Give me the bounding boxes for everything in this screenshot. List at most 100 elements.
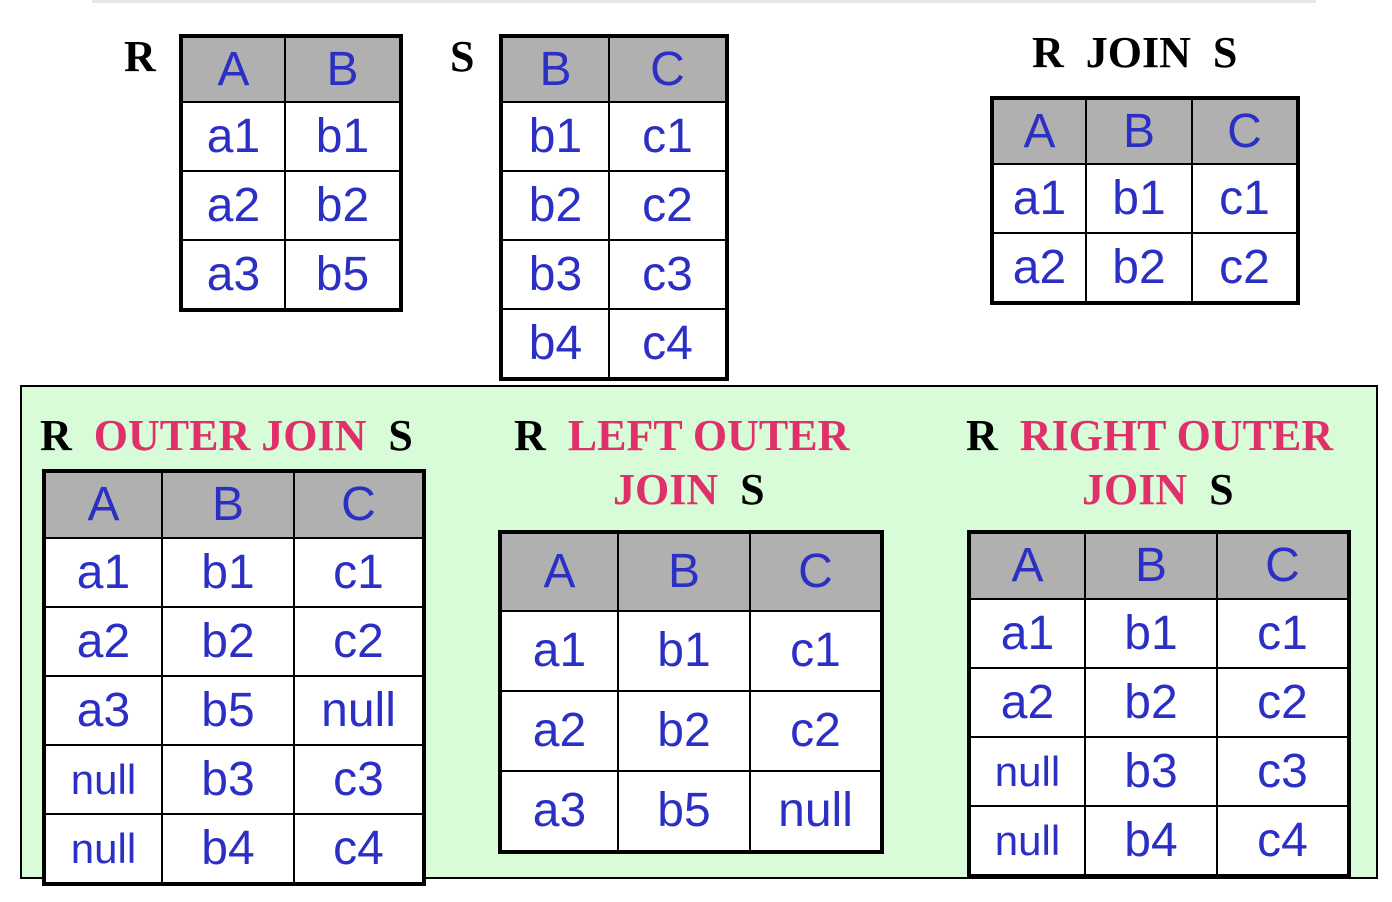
table-cell: a1 xyxy=(43,537,163,608)
right-outer-join-title-line1: R RIGHT OUTER xyxy=(966,409,1333,463)
table-cell: b2 xyxy=(617,690,751,772)
right-outer-join-title-left: R xyxy=(966,411,998,460)
outer-join-title-left: R xyxy=(40,411,72,460)
right-outer-join-title-keyword: RIGHT OUTER xyxy=(1019,411,1334,460)
table-cell: a2 xyxy=(180,170,286,241)
column-header: C xyxy=(293,470,425,539)
table-cell: b2 xyxy=(500,170,610,241)
right-outer-join-title-right: S xyxy=(1209,465,1234,514)
table-cell: null xyxy=(43,813,163,885)
join-title-keyword: JOIN xyxy=(1085,28,1191,77)
table-cell: c4 xyxy=(608,308,728,380)
top-divider xyxy=(92,0,1316,3)
left-outer-join-title-left: R xyxy=(514,411,546,460)
table-cell: a2 xyxy=(991,232,1087,304)
column-header: B xyxy=(1084,531,1218,600)
table-cell: c2 xyxy=(608,170,728,241)
table-cell: a1 xyxy=(991,163,1087,234)
left-outer-join-title-keyword: LEFT OUTER xyxy=(567,411,850,460)
table-cell: a1 xyxy=(499,610,619,692)
table-cell: a3 xyxy=(499,770,619,853)
table-cell: null xyxy=(43,744,163,815)
join-title-left: R xyxy=(1032,28,1064,77)
table-cell: c1 xyxy=(749,610,883,692)
table-cell: c1 xyxy=(1216,598,1350,669)
column-header: A xyxy=(499,531,619,612)
table-cell: c2 xyxy=(1191,232,1299,304)
right-outer-join-title-join: JOIN xyxy=(1082,465,1188,514)
column-header: C xyxy=(608,35,728,103)
table-cell: null xyxy=(968,736,1086,807)
table-cell: c4 xyxy=(1216,805,1350,877)
table-cell: c1 xyxy=(608,101,728,172)
column-header: C xyxy=(1216,531,1350,600)
table-cell: c2 xyxy=(1216,667,1350,738)
relation-s-label: S xyxy=(450,32,475,81)
join-title-right: S xyxy=(1212,28,1238,77)
table-cell: c3 xyxy=(293,744,425,815)
table-cell: b1 xyxy=(617,610,751,692)
column-header: A xyxy=(968,531,1086,600)
table-cell: b4 xyxy=(1084,805,1218,877)
column-header: B xyxy=(1085,97,1193,165)
table-cell: a2 xyxy=(968,667,1086,738)
left-outer-join-title-line2: JOIN S xyxy=(613,463,765,517)
left-outer-join-title-join: JOIN xyxy=(613,465,719,514)
column-header: A xyxy=(43,470,163,539)
right-outer-join-title-line2: JOIN S xyxy=(1082,463,1234,517)
table-cell: null xyxy=(749,770,883,853)
outer-join-title: R OUTER JOIN S xyxy=(40,409,413,463)
left-outer-join-title-line1: R LEFT OUTER xyxy=(514,409,849,463)
column-header: B xyxy=(161,470,295,539)
table-cell: b1 xyxy=(1084,598,1218,669)
table-cell: c3 xyxy=(608,239,728,310)
column-header: A xyxy=(991,97,1087,165)
table-cell: a1 xyxy=(968,598,1086,669)
table-cell: a1 xyxy=(180,101,286,172)
column-header: B xyxy=(617,531,751,612)
table-cell: b5 xyxy=(161,675,295,746)
table-cell: c1 xyxy=(1191,163,1299,234)
outer-join-title-keyword: OUTER JOIN xyxy=(93,411,367,460)
column-header: C xyxy=(1191,97,1299,165)
table-cell: b3 xyxy=(500,239,610,310)
column-header: B xyxy=(500,35,610,103)
table-cell: c4 xyxy=(293,813,425,885)
table-cell: null xyxy=(968,805,1086,877)
table-cell: a2 xyxy=(499,690,619,772)
table-cell: b2 xyxy=(1085,232,1193,304)
table-cell: b5 xyxy=(284,239,402,311)
table-cell: null xyxy=(293,675,425,746)
table-cell: b4 xyxy=(500,308,610,380)
table-cell: b4 xyxy=(161,813,295,885)
table-cell: b3 xyxy=(161,744,295,815)
relation-r-label: R xyxy=(124,32,156,81)
table-cell: c2 xyxy=(293,606,425,677)
